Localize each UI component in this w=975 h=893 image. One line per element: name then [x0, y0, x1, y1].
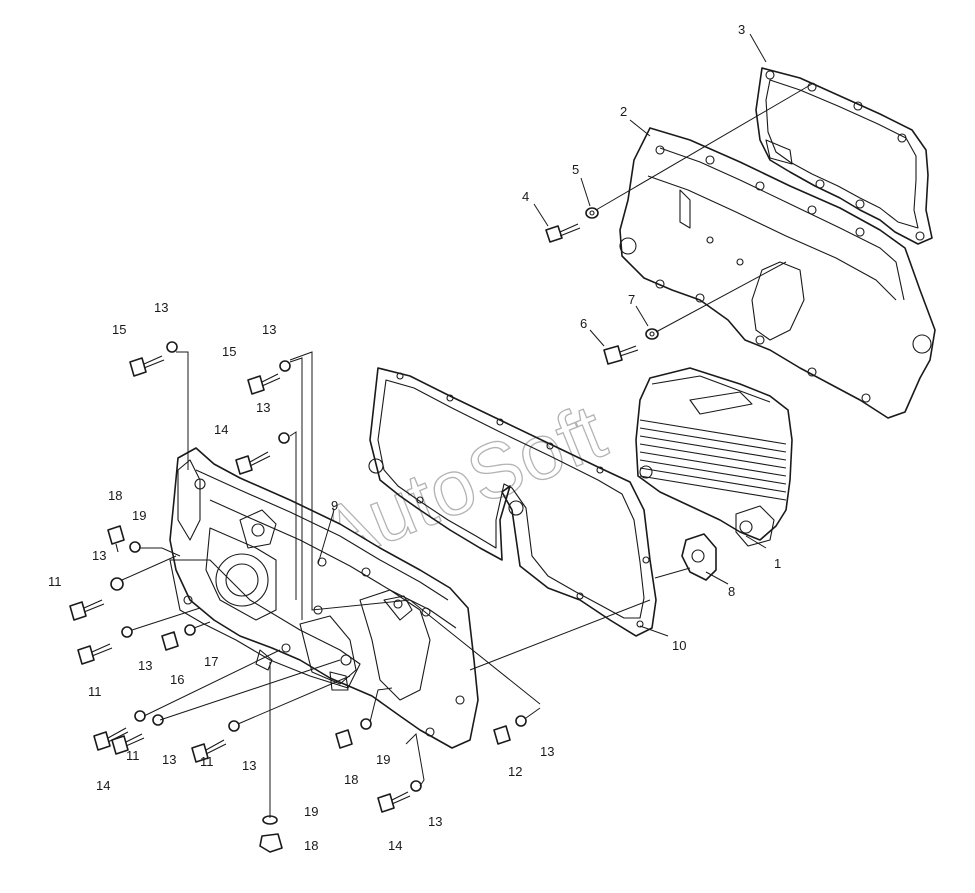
callout-9: 9 — [331, 498, 338, 513]
part-8-flange-gasket — [681, 533, 717, 581]
callout-11-c: 11 — [126, 748, 140, 763]
callout-13-g: 13 — [242, 758, 256, 773]
part-13-washer-b — [279, 360, 291, 372]
callout-16: 16 — [170, 672, 184, 687]
part-11-bolt-c — [111, 733, 145, 755]
callout-13-f: 13 — [162, 752, 176, 767]
callout-19-b: 19 — [376, 752, 390, 767]
callout-11-b: 11 — [88, 684, 102, 699]
part-13-washer-h — [515, 715, 527, 727]
callout-5: 5 — [572, 162, 579, 177]
callout-14-b: 14 — [96, 778, 110, 793]
callout-19-c: 19 — [304, 804, 318, 819]
part-15-bolt-b — [247, 373, 281, 395]
callout-18-a: 18 — [108, 488, 122, 503]
callout-11-d: 11 — [200, 754, 214, 769]
callout-11-a: 11 — [48, 574, 62, 589]
callout-3: 3 — [738, 22, 745, 37]
callout-8: 8 — [728, 584, 735, 599]
part-13-washer-a — [166, 341, 178, 353]
part-11-bolt-a — [69, 599, 105, 621]
callout-labels: 1 2 3 4 5 6 7 8 9 10 11 11 11 11 12 13 1… — [48, 22, 781, 853]
part-1-oil-cooler-element — [635, 367, 793, 547]
callout-15-b: 15 — [222, 344, 236, 359]
callout-1: 1 — [774, 556, 781, 571]
assembly-leader-lines — [121, 83, 813, 818]
part-5-washer — [585, 207, 599, 219]
callout-15-a: 15 — [112, 322, 126, 337]
callout-13-i: 13 — [428, 814, 442, 829]
part-18-plug-b — [335, 729, 353, 749]
callout-14-a: 14 — [214, 422, 228, 437]
part-14-bolt-b — [93, 727, 129, 751]
callout-19-a: 19 — [132, 508, 146, 523]
callout-6: 6 — [580, 316, 587, 331]
part-18-plug-a — [107, 525, 125, 553]
part-16-plug — [161, 631, 179, 651]
callout-4: 4 — [522, 189, 529, 204]
part-13-washer-g — [228, 720, 240, 732]
part-4-bolt — [545, 223, 581, 243]
part-14-bolt-a — [235, 451, 271, 475]
callout-14-c: 14 — [388, 838, 402, 853]
part-13-washer-e — [121, 626, 133, 638]
callout-7: 7 — [628, 292, 635, 307]
part-10-housing-gasket — [368, 367, 657, 637]
part-9-main-housing — [169, 447, 479, 749]
part-13-washer-i — [410, 780, 422, 792]
callout-18-c: 18 — [304, 838, 318, 853]
callout-13-c: 13 — [256, 400, 270, 415]
callout-13-a: 13 — [154, 300, 168, 315]
callout-13-b: 13 — [262, 322, 276, 337]
part-11-bolt-b — [77, 643, 113, 665]
part-19-washer-b — [360, 718, 372, 730]
part-13-washer-c — [278, 432, 290, 444]
callout-13-e: 13 — [138, 658, 152, 673]
callout-13-h: 13 — [540, 744, 554, 759]
callout-ticks — [317, 33, 767, 637]
callout-10: 10 — [672, 638, 686, 653]
callout-13-d: 13 — [92, 548, 106, 563]
part-11-bolt-d — [191, 739, 227, 763]
part-13-washer-d — [110, 577, 124, 591]
callout-12: 12 — [508, 764, 522, 779]
part-14-bolt-c — [377, 791, 411, 813]
part-3-cover-gasket — [755, 67, 933, 245]
part-2-oil-cooler-housing — [619, 127, 936, 419]
part-12-bolt — [493, 725, 511, 745]
callout-2: 2 — [620, 104, 627, 119]
part-18-plug-c — [259, 833, 283, 853]
part-17-washer — [184, 624, 196, 636]
part-6-bolt — [603, 345, 639, 365]
part-7-washer — [645, 328, 659, 340]
part-19-washer-a — [129, 541, 141, 553]
part-15-bolt-a — [129, 355, 165, 377]
callout-18-b: 18 — [344, 772, 358, 787]
callout-17: 17 — [204, 654, 218, 669]
